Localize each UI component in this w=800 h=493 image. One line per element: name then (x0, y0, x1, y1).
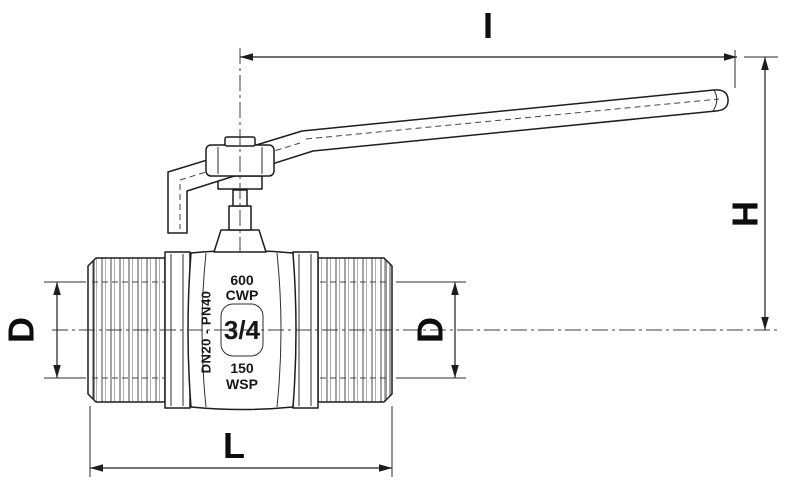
valve-body (87, 89, 729, 411)
centerlines (52, 48, 778, 331)
dim-I-arrow-left (240, 53, 253, 61)
dim-D-left-arrow-bottom (53, 365, 61, 378)
dim-L-arrow-left (90, 464, 103, 472)
dim-label-I: I (483, 5, 493, 46)
dim-label-D-right: D (410, 317, 451, 343)
handle-grip-seam-hidden-line (305, 98, 720, 140)
dim-H-arrow-bottom (761, 317, 769, 330)
dim-D-right-arrow-bottom (451, 365, 459, 378)
dim-L-arrow-right (379, 464, 392, 472)
dim-I-arrow-right (724, 53, 737, 61)
marking-cwp-value: 600 (230, 272, 254, 288)
dimension-H: H (724, 56, 778, 330)
dimension-D-left: D (1, 281, 86, 379)
dimension-L: L (89, 406, 393, 477)
marking-wsp-unit: WSP (226, 376, 258, 392)
dim-label-H: H (724, 201, 765, 227)
dim-label-L: L (223, 425, 245, 466)
handle-outline (167, 89, 729, 234)
marking-wsp-value: 150 (230, 360, 254, 376)
dimension-D-right: D (396, 281, 466, 379)
dimension-I: I (240, 5, 737, 88)
marking-size: 3/4 (224, 315, 261, 345)
dim-label-D-left: D (1, 317, 42, 343)
dim-H-arrow-top (761, 57, 769, 70)
dim-D-right-arrow-top (451, 282, 459, 295)
marking-dn-pn: DN20 - PN40 (198, 291, 213, 374)
dim-D-left-arrow-top (53, 282, 61, 295)
marking-cwp-unit: CWP (226, 287, 259, 303)
handle-end-cap-line (712, 89, 718, 112)
valve-markings: 600 CWP 3/4 150 WSP DN20 - PN40 (198, 272, 260, 392)
